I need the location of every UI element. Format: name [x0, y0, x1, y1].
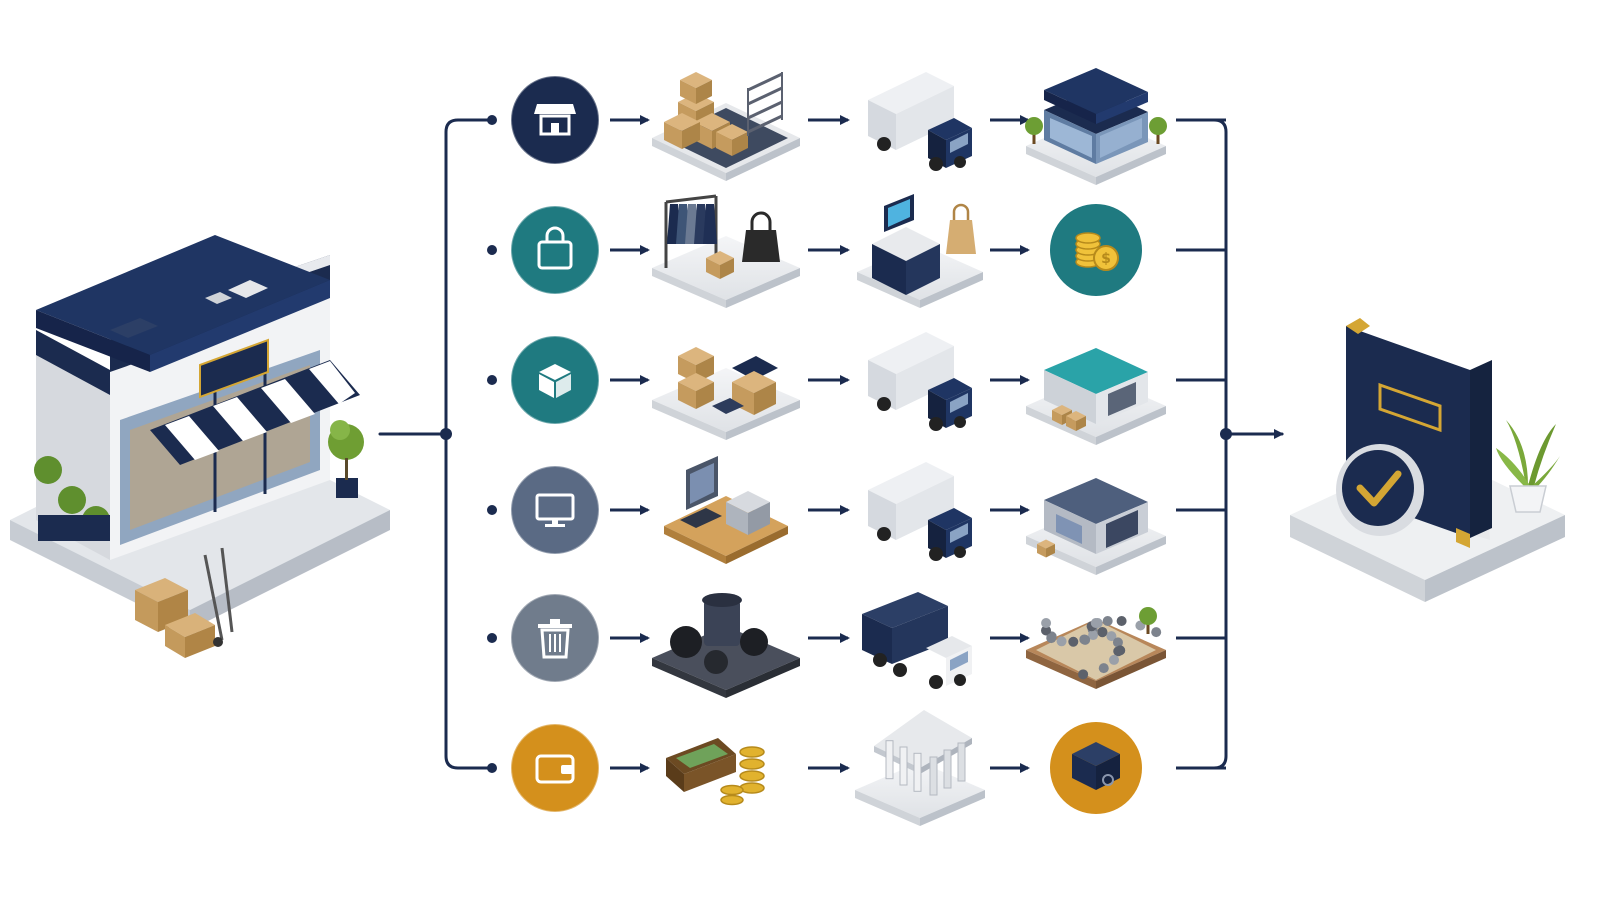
delivery-truck-icon: [868, 72, 972, 171]
garbage-bags-and-bin-icon: [652, 593, 800, 698]
junction-dot: [1220, 428, 1232, 440]
flow-row-cash: [487, 710, 1226, 826]
storefront-icon: [510, 75, 600, 165]
branch-dot: [487, 763, 497, 773]
safe-icon: [1050, 722, 1142, 814]
left-bus: [444, 118, 494, 770]
cash-box-and-coins-icon: [666, 738, 765, 806]
connector-lines: [378, 118, 1284, 770]
cash-register-checkout-icon: [857, 194, 983, 308]
retail-store-building-icon: [10, 235, 390, 658]
delivery-truck-icon: [868, 462, 972, 561]
trash-can-icon: [510, 593, 600, 683]
branch-dot: [487, 115, 497, 125]
svg-text:$: $: [1101, 251, 1111, 267]
clothing-rack-and-handbag-icon: [652, 194, 800, 308]
delivery-truck-icon: [868, 332, 972, 431]
flow-row-equipment: [487, 456, 1226, 575]
warehouse-icon: [1026, 348, 1166, 445]
shopping-bag-icon: [510, 205, 600, 295]
flow-row-store-restocking: [487, 68, 1226, 185]
branch-dot: [487, 633, 497, 643]
junction-dot: [440, 428, 452, 440]
boxes-and-shelving-icon: [652, 72, 800, 181]
wallet-icon: [510, 723, 600, 813]
storage-facility-icon: [1026, 478, 1166, 575]
retail-store-icon: [1025, 68, 1167, 185]
garbage-truck-icon: [862, 592, 972, 689]
flow-row-shipping: [487, 332, 1226, 445]
branch-dot: [487, 505, 497, 515]
gravel-pile-icon: [1026, 607, 1166, 689]
branch-dot: [487, 375, 497, 385]
computer-monitor-icon: [510, 465, 600, 555]
right-bus: [1178, 118, 1228, 770]
computer-and-printer-on-pallet-icon: [664, 456, 788, 564]
package-icon: [510, 335, 600, 425]
branch-dot: [487, 245, 497, 255]
gold-coins-icon: $: [1050, 204, 1142, 296]
ledger-book-with-checkmark-icon: [1290, 318, 1565, 602]
bank-building-icon: [855, 710, 985, 826]
flow-row-sales: $: [487, 194, 1226, 308]
cardboard-boxes-icon: [652, 347, 800, 440]
flow-row-waste: [487, 592, 1226, 698]
